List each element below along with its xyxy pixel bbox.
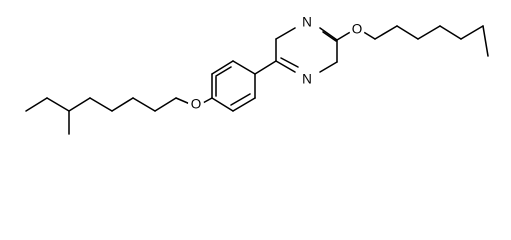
ring-nitrogen-bottom: N: [299, 71, 315, 87]
methyloctyl-chain: [25, 97, 191, 135]
bond: [132, 97, 156, 112]
bond: [319, 27, 338, 41]
bond: [89, 97, 113, 112]
bond: [215, 66, 232, 77]
oxygen-label: O: [191, 97, 202, 112]
bond: [275, 27, 296, 40]
ring-nitrogen-top: N: [299, 14, 315, 30]
biaryl-bond: [254, 60, 277, 75]
bond: [175, 97, 191, 105]
phenyl-ring: [211, 60, 256, 112]
bond: [230, 93, 251, 106]
oxygen-label: O: [352, 22, 363, 37]
bond: [211, 97, 234, 112]
bond: [275, 60, 296, 73]
bond: [322, 31, 337, 42]
nitrogen-label: N: [302, 72, 312, 87]
bond: [417, 25, 441, 40]
bond: [154, 97, 177, 112]
bond: [319, 61, 338, 73]
molecule-structure: N N O O: [25, 14, 489, 135]
bond: [374, 25, 398, 40]
bond: [280, 57, 299, 68]
pyrimidine-ring: [275, 27, 338, 73]
octyloxy-chain: [336, 25, 489, 57]
ether-oxygen-right: O: [349, 21, 365, 37]
bond: [396, 25, 419, 40]
bond: [46, 97, 70, 112]
bond: [482, 25, 489, 57]
structure-canvas: N N O O: [25, 14, 489, 135]
bond: [211, 60, 234, 75]
bond: [68, 97, 91, 112]
bond: [336, 30, 353, 41]
bond: [111, 97, 134, 112]
bond: [232, 60, 256, 75]
bond: [439, 25, 462, 40]
bond: [232, 97, 256, 112]
ether-oxygen-left: O: [188, 96, 204, 112]
bond: [460, 25, 484, 40]
nitrogen-label: N: [302, 15, 312, 30]
bond: [25, 97, 48, 112]
